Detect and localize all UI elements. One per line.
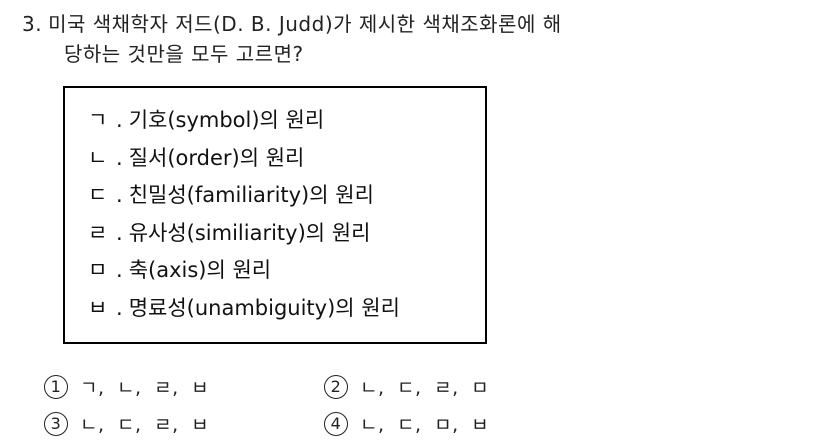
marker-dot: . — [116, 183, 123, 207]
circled-number-icon: 4 — [324, 411, 348, 436]
statement-box: ㄱ.기호(symbol)의 원리 ㄴ.질서(order)의 원리 ㄷ.친밀성(f… — [63, 86, 487, 344]
statement-item: ㅁ.축(axis)의 원리 — [88, 252, 400, 290]
statement-marker: ㄹ — [88, 220, 108, 245]
statement-text: 유사성(similiarity)의 원리 — [128, 220, 371, 245]
marker-dot: . — [116, 258, 123, 282]
statement-text: 축(axis)의 원리 — [128, 258, 272, 282]
circled-number-icon: 1 — [44, 374, 68, 399]
statement-item: ㅂ.명료성(unambiguity)의 원리 — [88, 290, 400, 328]
marker-dot: . — [116, 295, 123, 320]
statement-text: 친밀성(familiarity)의 원리 — [128, 183, 374, 207]
statement-item: ㄱ.기호(symbol)의 원리 — [88, 102, 400, 140]
choice-3[interactable]: 3 ㄴ, ㄷ, ㄹ, ㅂ — [44, 410, 324, 437]
choice-4[interactable]: 4 ㄴ, ㄷ, ㅁ, ㅂ — [324, 410, 604, 437]
statement-marker: ㅁ — [88, 258, 108, 282]
statement-marker: ㄷ — [88, 183, 108, 207]
marker-dot: . — [116, 145, 123, 170]
statement-text: 질서(order)의 원리 — [128, 145, 305, 170]
question-text-line-2: 당하는 것만을 모두 고르면? — [64, 42, 304, 66]
question-text-line-1: 미국 색채학자 저드(D. B. Judd)가 제시한 색채조화론에 해 — [48, 12, 562, 36]
question-stem: 3.미국 색채학자 저드(D. B. Judd)가 제시한 색채조화론에 해 당… — [22, 9, 562, 69]
choice-options: ㄱ, ㄴ, ㄹ, ㅂ — [80, 377, 210, 399]
statement-text: 명료성(unambiguity)의 원리 — [128, 295, 400, 320]
statement-marker: ㄴ — [88, 145, 108, 170]
question-number: 3. — [22, 12, 43, 36]
choice-options: ㄴ, ㄷ, ㅁ, ㅂ — [360, 414, 490, 436]
marker-dot: . — [116, 220, 123, 245]
choice-row: 3 ㄴ, ㄷ, ㄹ, ㅂ 4 ㄴ, ㄷ, ㅁ, ㅂ — [44, 405, 604, 442]
answer-choices: 1 ㄱ, ㄴ, ㄹ, ㅂ 2 ㄴ, ㄷ, ㄹ, ㅁ 3 ㄴ, ㄷ, ㄹ, ㅂ 4 ㄴ, … — [44, 368, 604, 442]
circled-number-icon: 2 — [324, 374, 348, 399]
statement-marker: ㄱ — [88, 108, 108, 132]
statement-item: ㄴ.질서(order)의 원리 — [88, 140, 400, 178]
choice-options: ㄴ, ㄷ, ㄹ, ㅁ — [360, 377, 490, 399]
choice-1[interactable]: 1 ㄱ, ㄴ, ㄹ, ㅂ — [44, 373, 324, 400]
choice-2[interactable]: 2 ㄴ, ㄷ, ㄹ, ㅁ — [324, 373, 604, 400]
circled-number-icon: 3 — [44, 411, 68, 436]
statement-item: ㄷ.친밀성(familiarity)의 원리 — [88, 177, 400, 215]
statement-item: ㄹ.유사성(similiarity)의 원리 — [88, 215, 400, 253]
question-line-1: 3.미국 색채학자 저드(D. B. Judd)가 제시한 색채조화론에 해 — [22, 9, 562, 39]
marker-dot: . — [116, 108, 123, 132]
choice-options: ㄴ, ㄷ, ㄹ, ㅂ — [80, 414, 210, 436]
statement-list: ㄱ.기호(symbol)의 원리 ㄴ.질서(order)의 원리 ㄷ.친밀성(f… — [88, 102, 400, 327]
statement-text: 기호(symbol)의 원리 — [128, 108, 325, 132]
choice-row: 1 ㄱ, ㄴ, ㄹ, ㅂ 2 ㄴ, ㄷ, ㄹ, ㅁ — [44, 368, 604, 405]
statement-marker: ㅂ — [88, 295, 108, 320]
